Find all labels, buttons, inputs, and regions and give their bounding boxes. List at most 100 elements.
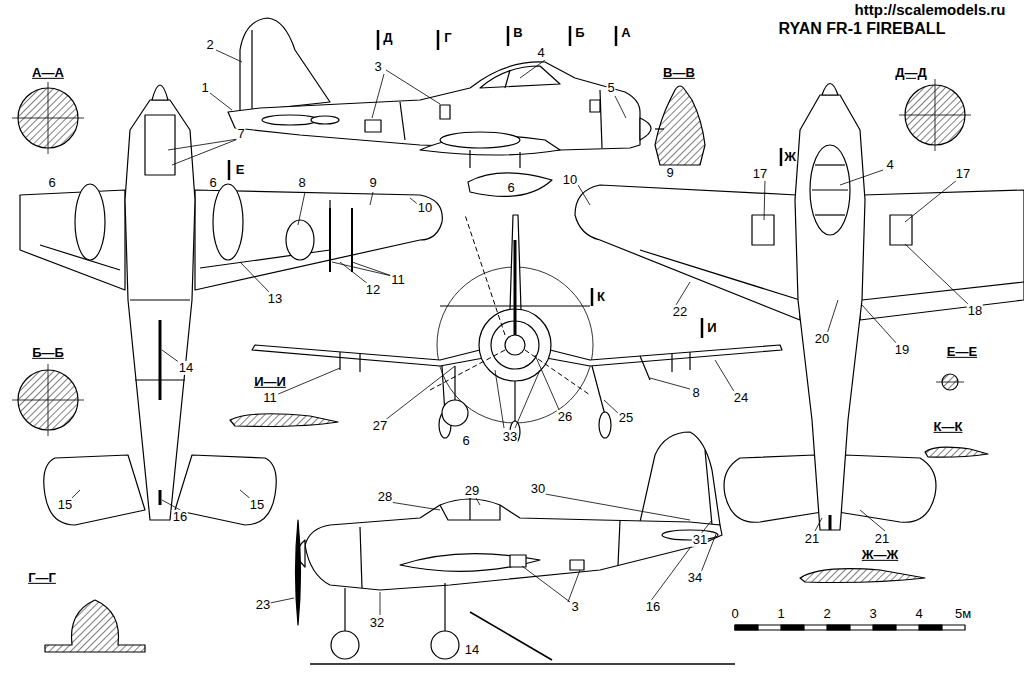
callout-number: 15 — [249, 498, 265, 512]
front-view — [442, 400, 468, 426]
leader-line — [578, 185, 590, 205]
section-mark — [437, 30, 440, 50]
side-view-upper — [251, 30, 252, 110]
leader-line — [172, 139, 238, 165]
side-view-upper — [311, 116, 339, 124]
leader-line — [168, 139, 238, 150]
aircraft-drawing — [12, 18, 1024, 664]
front-view — [465, 215, 505, 335]
callout-number: 15 — [57, 498, 73, 512]
cross-section — [45, 600, 145, 652]
section-label: Ж — [783, 150, 797, 164]
side-view-upper — [262, 115, 318, 125]
callout-number: 6 — [506, 181, 515, 195]
callout-number: 32 — [369, 616, 385, 630]
leader-line — [650, 378, 690, 389]
side-view-lower — [640, 432, 720, 525]
leader-line — [332, 262, 392, 276]
callout-number: 3 — [373, 60, 382, 74]
front-view — [671, 354, 672, 372]
side-view-upper — [468, 173, 552, 196]
callout-number: 6 — [461, 434, 470, 448]
leader-line — [370, 192, 373, 205]
section-mark — [377, 30, 380, 50]
side-view-lower — [296, 432, 736, 664]
section-label: Д—Д — [894, 66, 928, 80]
leader-line — [568, 570, 580, 602]
plan-view-lower — [175, 455, 276, 525]
leader-line — [495, 370, 504, 428]
side-view-upper — [400, 102, 405, 140]
side-view-lower — [444, 583, 445, 632]
section-mark — [780, 148, 783, 166]
leader-line — [522, 566, 570, 602]
plan-view-lower — [286, 220, 314, 260]
section-label: Д — [382, 31, 393, 45]
section-mark — [569, 26, 572, 46]
plan-view-upper — [575, 185, 800, 320]
section-label: Б—Б — [31, 346, 65, 360]
front-view — [514, 381, 515, 425]
side-view-upper — [519, 152, 520, 168]
cross-section — [655, 86, 705, 165]
leader-line — [862, 305, 897, 344]
leader-line — [372, 74, 384, 118]
scale-bar — [873, 625, 896, 630]
callout-number: 4 — [885, 158, 894, 172]
section-label: Г — [443, 31, 452, 45]
plan-view-upper — [640, 250, 800, 300]
side-view-lower — [510, 555, 526, 567]
leader-line — [380, 592, 381, 615]
callout-number: 6 — [208, 176, 217, 190]
front-view — [430, 350, 505, 390]
scale-bar — [735, 625, 758, 630]
section-label: А—А — [31, 66, 65, 80]
plan-view-lower — [213, 184, 243, 260]
callout-number: 22 — [672, 305, 688, 319]
leader-line — [352, 262, 392, 276]
scale-bar — [919, 625, 942, 630]
callout-number: 8 — [297, 176, 306, 190]
plan-view-upper — [795, 95, 865, 530]
callout-number: 27 — [372, 419, 388, 433]
section-mark — [615, 26, 618, 46]
scale-bar — [735, 625, 965, 630]
leader-line — [535, 355, 560, 412]
leader-line — [520, 60, 545, 78]
callout-number: 5м — [954, 607, 972, 621]
cross-section — [925, 447, 988, 457]
leader-line — [476, 498, 480, 505]
callout-number: 14 — [178, 361, 194, 375]
callout-number: 30 — [530, 482, 546, 496]
callout-number: 33 — [502, 430, 518, 444]
side-view-lower — [344, 588, 345, 632]
plan-view-lower — [44, 455, 145, 525]
callout-number: 29 — [464, 484, 480, 498]
leader-line — [298, 192, 305, 225]
leader-line — [715, 360, 735, 393]
section-label: К — [596, 290, 606, 304]
callout-number: 2 — [205, 38, 214, 52]
side-view-lower — [296, 520, 301, 625]
callout-number: 16 — [172, 510, 188, 524]
side-view-upper — [228, 18, 664, 196]
callout-number: 9 — [665, 166, 674, 180]
side-view-lower — [400, 554, 540, 572]
leader-line — [216, 50, 242, 62]
leader-line — [615, 96, 626, 118]
leader-line — [70, 50, 970, 615]
leader-line — [340, 262, 368, 284]
leader-line — [905, 180, 957, 222]
front-view — [514, 240, 517, 335]
front-view — [599, 412, 611, 438]
scale-bar — [781, 625, 804, 630]
leader-line — [905, 244, 970, 306]
callout-number: 1 — [776, 607, 785, 621]
leader-line — [764, 180, 765, 220]
callout-number: 4 — [536, 46, 545, 60]
plan-view-lower — [125, 100, 195, 520]
leader-line — [650, 548, 690, 602]
center-line — [935, 79, 936, 151]
plan-view-upper — [862, 282, 1024, 300]
